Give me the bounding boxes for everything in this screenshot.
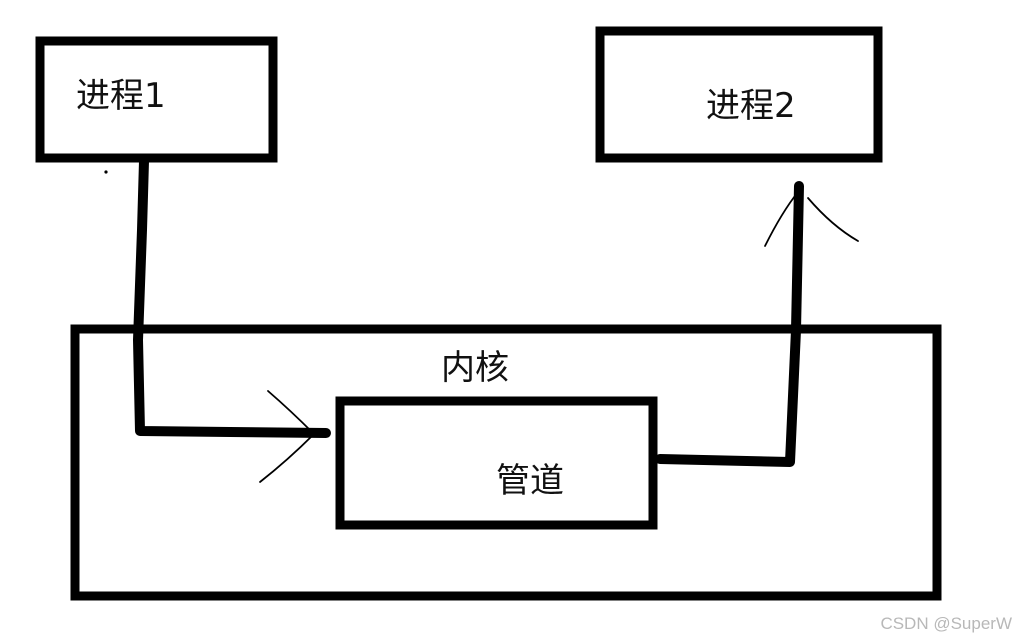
pipe-label: 管道 bbox=[496, 461, 564, 501]
process1-node: 进程1 bbox=[35, 36, 278, 163]
process2-label: 进程2 bbox=[706, 86, 796, 126]
arrowhead-icon bbox=[259, 390, 315, 483]
process1-box bbox=[35, 36, 278, 163]
watermark-text: CSDN @SuperW bbox=[880, 614, 1012, 633]
stray-dot bbox=[104, 170, 108, 174]
kernel-label: 内核 bbox=[441, 348, 509, 388]
edge-process1-to-pipe bbox=[133, 156, 331, 483]
pipe-box bbox=[335, 396, 658, 530]
pipe-node: 管道 bbox=[335, 396, 658, 530]
kernel-node: 内核 bbox=[70, 324, 942, 601]
edge-line-process1-to-pipe bbox=[133, 156, 331, 438]
process2-box bbox=[595, 26, 883, 163]
arrowhead-icon bbox=[764, 191, 859, 247]
process2-node: 进程2 bbox=[595, 26, 883, 163]
edge-line-pipe-to-process2 bbox=[655, 181, 804, 467]
kernel-box bbox=[70, 324, 942, 601]
process1-label: 进程1 bbox=[76, 76, 166, 116]
edge-pipe-to-process2 bbox=[655, 181, 859, 467]
